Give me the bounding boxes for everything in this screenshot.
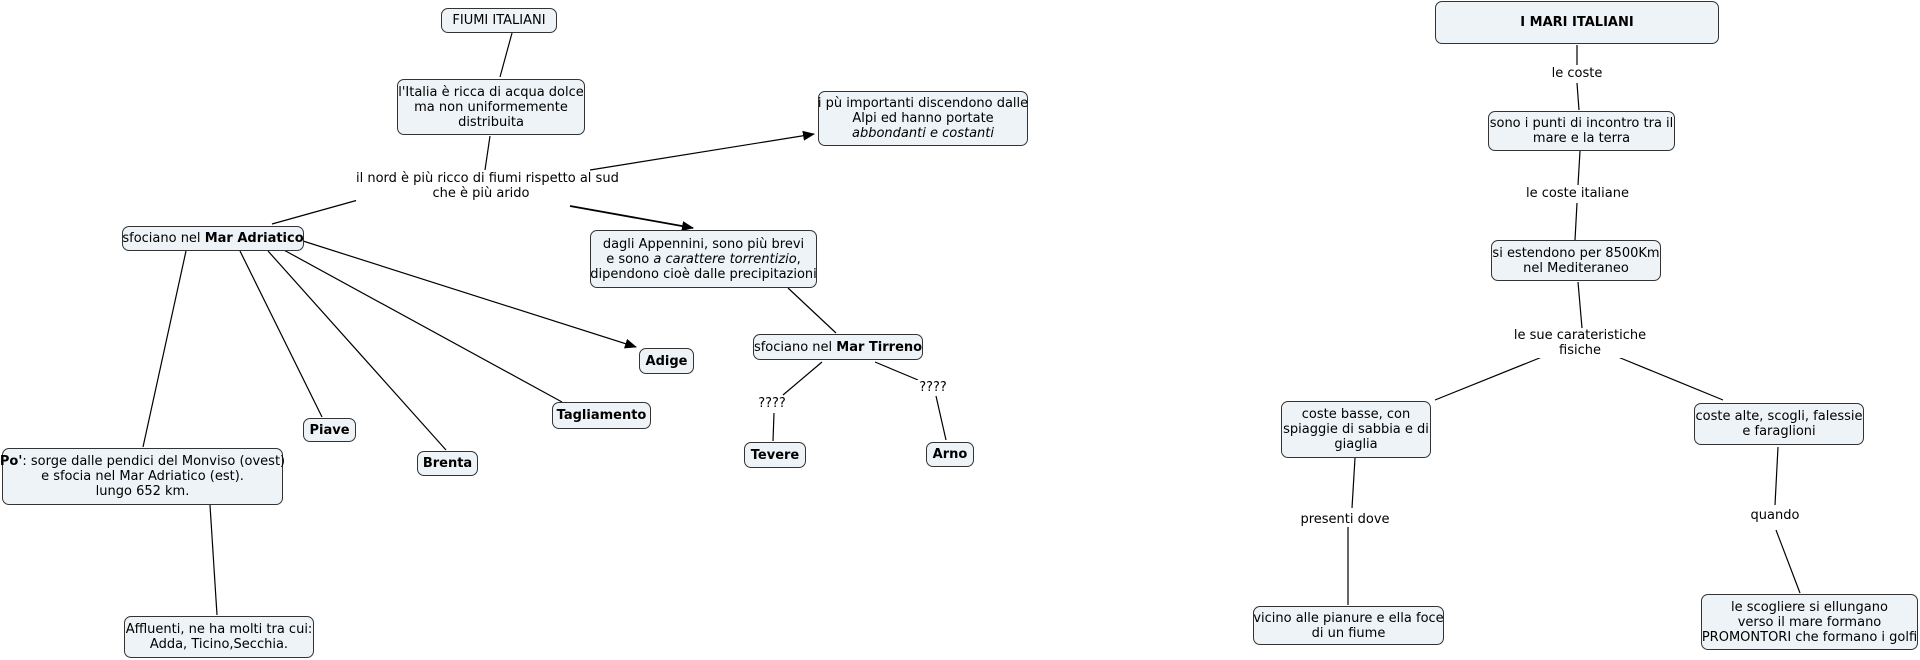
node-adige[interactable]: Adige	[639, 348, 694, 374]
link-extent-features	[1577, 281, 1583, 329]
link-label-coasts: le coste	[1527, 66, 1627, 81]
link-unknown2-arno	[935, 395, 947, 441]
node-po[interactable]: Po': sorge dalle pendici del Monviso (ov…	[0, 448, 285, 505]
link-label-where: presenti dove	[1295, 512, 1395, 527]
link-features-low	[1434, 356, 1543, 401]
node-fiumi-italiani-title[interactable]: FIUMI ITALIANI	[441, 8, 557, 33]
link-adriatic-po	[142, 250, 187, 448]
node-arno[interactable]: Arno	[926, 442, 974, 467]
link-label-unknown-1: ????	[752, 396, 792, 411]
link-north-apennines	[569, 205, 694, 231]
link-tyrrhenian-unknown1	[782, 361, 823, 396]
link-meeting-italian	[1577, 150, 1581, 186]
link-label-north: il nord è più ricco di fiumi rispetto al…	[356, 171, 619, 201]
link-label-italian-coasts: le coste italiane	[1510, 186, 1645, 201]
link-apennines-tyrrhenian	[787, 287, 837, 334]
link-coasts-meeting	[1576, 82, 1580, 111]
link-low-where	[1351, 457, 1356, 509]
node-high-coasts[interactable]: coste alte, scogli, falessie e faraglion…	[1694, 403, 1864, 445]
node-mar-tirreno[interactable]: sfociano nel Mar Tirreno	[753, 334, 923, 360]
link-title-intro	[499, 32, 513, 78]
link-intro-north	[484, 135, 491, 171]
node-tevere[interactable]: Tevere	[744, 442, 806, 468]
node-mar-adriatico[interactable]: sfociano nel Mar Adriatico	[122, 226, 304, 251]
link-adriatic-piave	[239, 250, 323, 418]
node-intro[interactable]: l'Italia è ricca di acqua dolce ma non u…	[397, 79, 585, 135]
node-tributaries[interactable]: Affluenti, ne ha molti tra cui: Adda, Ti…	[124, 616, 314, 658]
node-meeting[interactable]: sono i punti di incontro tra il mare e l…	[1488, 111, 1675, 151]
link-adriatic-tagliamento	[281, 248, 563, 403]
link-adriatic-brenta	[267, 250, 447, 451]
node-tagliamento[interactable]: Tagliamento	[552, 402, 651, 429]
node-cliffs[interactable]: le scogliere si ellungano verso il mare …	[1701, 594, 1918, 650]
node-brenta[interactable]: Brenta	[417, 451, 478, 476]
link-unknown1-tevere	[772, 412, 775, 442]
node-mari-italiani-title[interactable]: I MARI ITALIANI	[1435, 1, 1719, 44]
node-plains[interactable]: vicino alle pianure e ella foce di un fi…	[1253, 606, 1444, 645]
node-piave[interactable]: Piave	[303, 418, 356, 442]
link-tyrrhenian-unknown2	[874, 361, 919, 381]
link-features-high	[1617, 356, 1724, 401]
link-po-tributaries	[209, 504, 218, 616]
link-north-alps	[589, 130, 815, 171]
link-label-when: quando	[1735, 508, 1815, 523]
link-adriatic-adige	[302, 240, 637, 349]
node-alps[interactable]: i pù importanti discendono dalle Alpi ed…	[818, 91, 1028, 146]
link-label-features: le sue carateristiche fisiche	[1500, 328, 1660, 358]
link-high-when	[1774, 446, 1779, 506]
link-italian-extent	[1574, 202, 1578, 241]
link-label-unknown-2: ????	[913, 380, 953, 395]
node-extent[interactable]: si estendono per 8500Km nel Mediteraneo	[1491, 240, 1661, 281]
node-apennines[interactable]: dagli Appennini, sono più brevi e sono a…	[590, 230, 817, 288]
link-north-adriatic	[271, 199, 359, 225]
link-when-cliffs	[1775, 529, 1801, 594]
node-low-coasts[interactable]: coste basse, con spiaggie di sabbia e di…	[1281, 401, 1431, 458]
